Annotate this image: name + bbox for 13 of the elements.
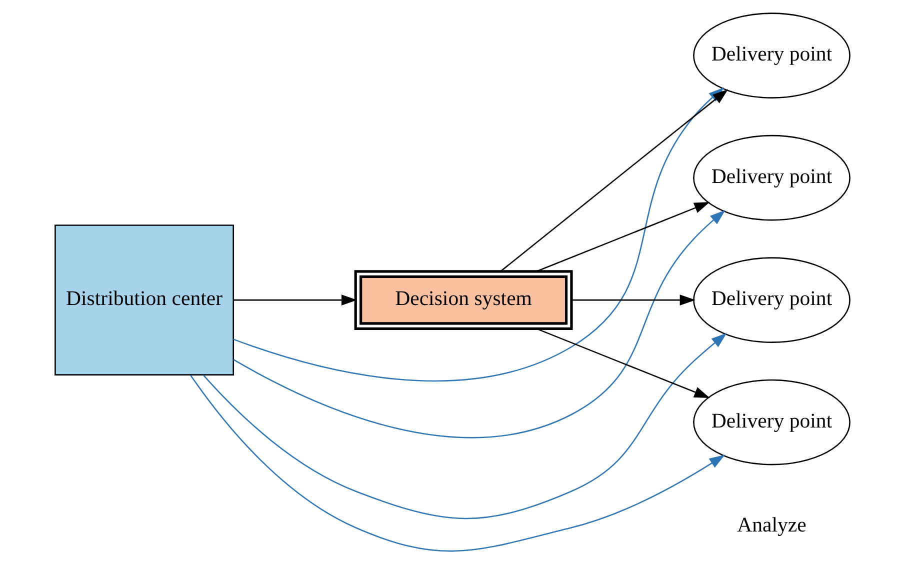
arrow [536, 328, 710, 398]
arrow [202, 332, 727, 519]
arrow [536, 202, 710, 272]
node-ellipse: Delivery point [693, 12, 850, 98]
arrow [233, 294, 358, 306]
node-ellipse: Delivery point [693, 257, 850, 343]
arrow [500, 89, 728, 272]
node-box: Distribution center [54, 224, 234, 376]
label: Analyze [737, 513, 806, 536]
arrow [190, 374, 725, 552]
node-box: Decision system [354, 270, 573, 330]
arrow [233, 210, 726, 438]
arrow [572, 294, 696, 306]
